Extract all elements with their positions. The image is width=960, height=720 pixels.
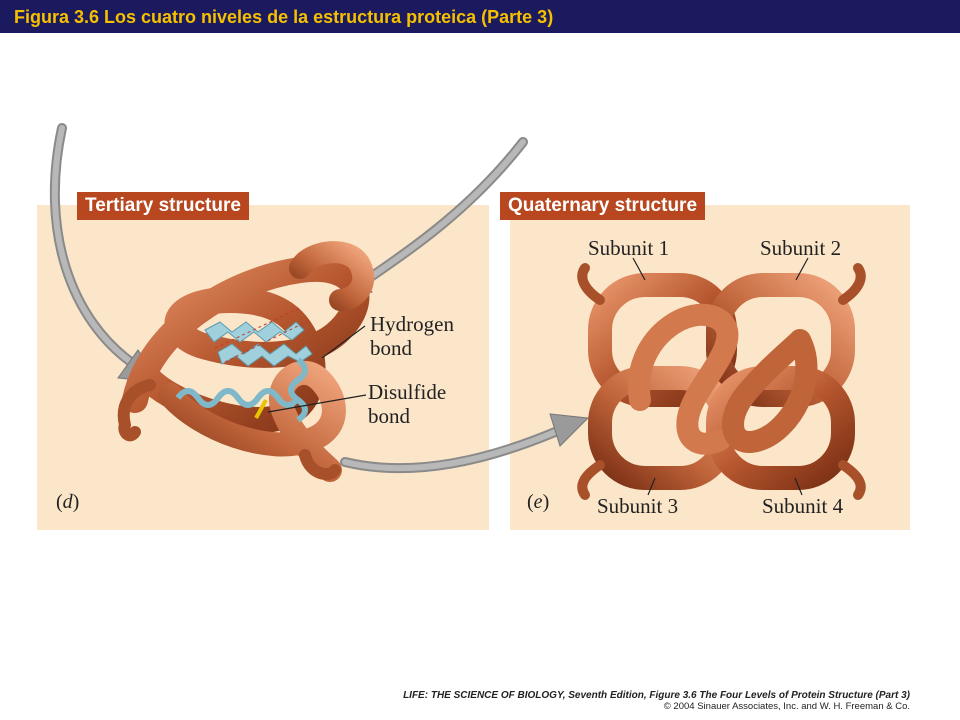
- subunit-4-leader: [794, 477, 803, 496]
- panel-letter-d: (d): [56, 491, 80, 513]
- subunit-3-leader: [647, 477, 656, 496]
- arrow-left: [49, 123, 162, 383]
- disulfide-leader: [267, 394, 367, 413]
- disulfide-bond-label-line1: Disulfide: [368, 380, 447, 404]
- subunit-4-label: Subunit 4: [762, 494, 844, 518]
- quaternary-protein: [577, 263, 866, 500]
- footer-line1: LIFE: THE SCIENCE OF BIOLOGY, Seventh Ed…: [403, 690, 910, 701]
- hydrogen-leader: [321, 325, 366, 359]
- disulfide-bond-label-line2: bond: [368, 404, 410, 428]
- footer-credit: LIFE: THE SCIENCE OF BIOLOGY, Seventh Ed…: [403, 690, 910, 712]
- arrow-bottom: [340, 413, 590, 474]
- panel-letter-e: (e): [527, 491, 550, 513]
- footer-line2: © 2004 Sinauer Associates, Inc. and W. H…: [663, 701, 910, 712]
- hydrogen-bond-label-line1: Hydrogen: [370, 312, 454, 336]
- subunit-3-label: Subunit 3: [597, 494, 679, 518]
- subunit-2-leader: [795, 257, 809, 281]
- tertiary-protein: [117, 241, 375, 482]
- page-title: Figura 3.6 Los cuatro niveles de la estr…: [14, 7, 554, 27]
- subunit-1-leader: [632, 257, 646, 281]
- subunit-1-label: Subunit 1: [588, 236, 670, 260]
- tertiary-structure-tag: Tertiary structure: [77, 192, 249, 220]
- subunit-2-label: Subunit 2: [760, 236, 842, 260]
- hydrogen-bond-label-line2: bond: [370, 336, 412, 360]
- quaternary-structure-tag: Quaternary structure: [500, 192, 706, 220]
- title-bar: Figura 3.6 Los cuatro niveles de la estr…: [0, 0, 960, 33]
